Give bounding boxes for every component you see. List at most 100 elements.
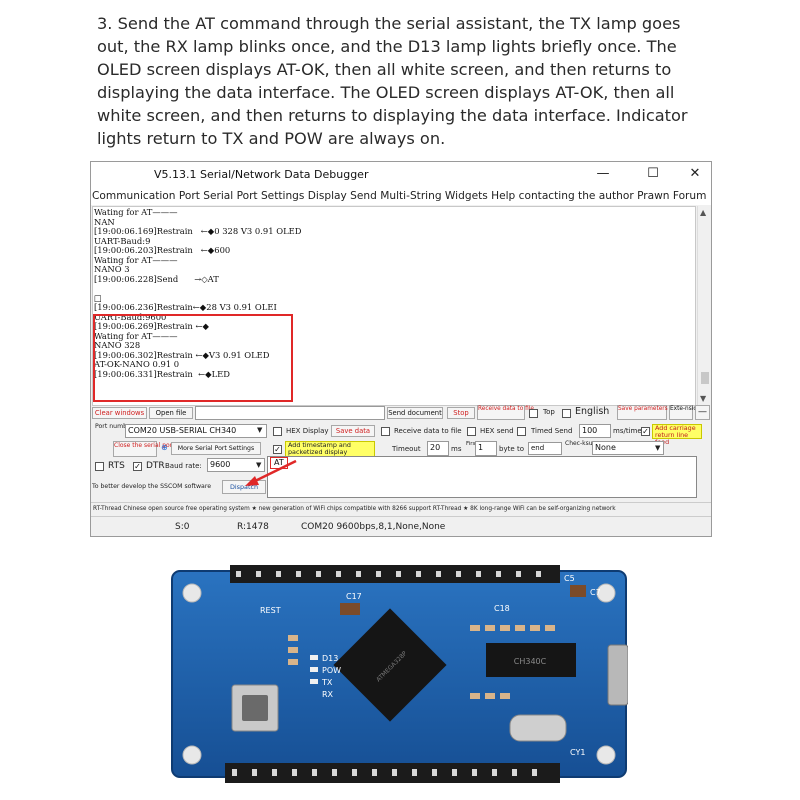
close-icon[interactable]: ✕ xyxy=(689,166,701,181)
timeout-input[interactable]: 20 xyxy=(427,441,449,456)
title-bar: V5.13.1 Serial/Network Data Debugger — ☐… xyxy=(91,162,711,187)
settings-icon[interactable]: ⊕ xyxy=(161,443,168,452)
extension-button[interactable]: Exte-nsion xyxy=(669,405,701,420)
save-parameters-button[interactable]: Save parameters xyxy=(617,405,668,420)
hex-send-label: HEX send xyxy=(480,427,514,435)
d13-label: D13 xyxy=(322,654,338,663)
first-byte-input[interactable]: 1 xyxy=(475,441,497,456)
timeout-label: Timeout xyxy=(392,445,421,453)
ad-banner[interactable]: RT-Thread Chinese open source free opera… xyxy=(91,502,711,515)
baud-rate-label: Baud rate: xyxy=(165,462,202,470)
status-bar: S:0 R:1478 COM20 9600bps,8,1,None,None xyxy=(91,516,711,536)
log-line: Wating for AT——— xyxy=(94,207,178,217)
hex-send-checkbox[interactable] xyxy=(467,427,476,436)
log-line: NANO 3 xyxy=(94,264,130,274)
send-document-button[interactable]: Send document xyxy=(387,407,443,419)
log-line: NAN xyxy=(94,216,115,227)
to-label: to xyxy=(517,445,525,453)
scroll-up-icon[interactable]: ▲ xyxy=(700,208,707,217)
log-line: NANO 328 xyxy=(94,340,141,350)
port-status: COM20 9600bps,8,1,None,None xyxy=(301,522,446,532)
log-line: UART-Baud:9600 xyxy=(94,311,167,322)
log-scrollbar[interactable]: ▲ ▼ xyxy=(697,206,711,406)
log-line: [19:00:06.331]Restrain ←◆LED xyxy=(94,368,230,379)
log-line: Wating for AT——— xyxy=(94,254,178,265)
add-cr-checkbox[interactable]: ✓ xyxy=(641,427,650,436)
log-line: [19:00:06.236]Restrain←◆28 V3 0.91 OLEI xyxy=(94,302,277,312)
port-select[interactable]: COM20 USB-SERIAL CH340 xyxy=(125,424,267,438)
receive-to-file-button[interactable]: Receive data to file xyxy=(477,405,534,420)
save-data-button[interactable]: Save data xyxy=(331,425,375,437)
minimize-icon[interactable]: — xyxy=(596,166,610,181)
instruction-text: 3. Send the AT command through the seria… xyxy=(97,14,688,148)
c17-label: C17 xyxy=(346,592,362,601)
maximize-icon[interactable]: ☐ xyxy=(647,166,659,181)
highlight-box xyxy=(93,314,293,402)
file-path-input[interactable] xyxy=(195,406,385,420)
stop-button[interactable]: Stop xyxy=(447,407,475,419)
arduino-nano-board-image: ATMEGA328P CH340C REST C17 C18 C5 C7 D13… xyxy=(171,565,628,783)
send-text-input[interactable]: AT xyxy=(267,456,697,498)
log-line xyxy=(94,284,694,294)
c18-label: C18 xyxy=(494,604,510,613)
log-line: [19:00:06.302]Restrain ←◆V3 0.91 OLED xyxy=(94,349,270,360)
serial-debugger-window: V5.13.1 Serial/Network Data Debugger — ☐… xyxy=(90,161,712,537)
pow-label: POW xyxy=(322,666,341,675)
log-line: UART-Baud:9 xyxy=(94,235,151,246)
received-count: R:1478 xyxy=(237,522,269,532)
ms-label: ms xyxy=(451,445,462,453)
timestamp-checkbox[interactable]: ✓ xyxy=(273,445,282,454)
scroll-thumb[interactable] xyxy=(701,372,709,384)
ms-time-label: ms/time xyxy=(613,427,642,435)
collapse-button[interactable]: — xyxy=(695,405,710,420)
open-file-button[interactable]: Open file xyxy=(149,407,193,419)
end-select[interactable]: end xyxy=(528,442,562,455)
log-line: [19:00:06.269]Restrain ←◆ xyxy=(94,321,209,331)
red-arrow-icon xyxy=(245,459,297,486)
c5-label: C5 xyxy=(564,574,575,583)
chevron-down-icon[interactable]: ▼ xyxy=(257,426,263,434)
ch340-label: CH340C xyxy=(514,657,547,666)
first-label: First xyxy=(466,441,478,447)
clear-windows-button[interactable]: Clear windows xyxy=(92,407,147,419)
tx-label: TX xyxy=(321,678,333,687)
log-line: Wating for AT——— xyxy=(94,330,178,341)
english-label: English xyxy=(575,406,610,417)
receive-file-checkbox[interactable] xyxy=(381,427,390,436)
hex-display-checkbox[interactable] xyxy=(273,427,282,436)
hex-display-label: HEX Display xyxy=(286,427,329,435)
more-settings-button[interactable]: More Serial Port Settings xyxy=(171,442,261,455)
dtr-checkbox[interactable]: ✓ xyxy=(133,462,142,471)
timed-interval-input[interactable]: 100 xyxy=(579,424,611,438)
top-checkbox[interactable] xyxy=(529,409,538,418)
timed-send-label: Timed Send xyxy=(531,427,573,435)
close-port-button[interactable]: Close the serial port xyxy=(113,441,175,457)
english-checkbox[interactable] xyxy=(562,409,571,418)
byte-label: byte xyxy=(499,445,515,453)
chevron-down-icon[interactable]: ▼ xyxy=(655,444,661,452)
cy1-label: CY1 xyxy=(570,748,585,757)
dtr-label: DTR xyxy=(146,461,165,471)
receive-file-label: Receive data to file xyxy=(394,427,462,435)
c7-label: C7 xyxy=(590,588,601,597)
receive-log[interactable]: Wating for AT——— NAN [19:00:06.169]Restr… xyxy=(92,206,696,406)
log-line: AT-OK-NANO 0.91 0 xyxy=(94,359,180,369)
chevron-down-icon[interactable]: ▼ xyxy=(256,461,262,469)
rts-label: RTS xyxy=(108,461,125,471)
scroll-down-icon[interactable]: ▼ xyxy=(700,394,707,403)
log-line: [19:00:06.203]Restrain ←◆600 xyxy=(94,245,231,255)
rest-label: REST xyxy=(260,606,281,615)
window-title: V5.13.1 Serial/Network Data Debugger xyxy=(154,168,369,181)
menu-bar[interactable]: Communication Port Serial Port Settings … xyxy=(91,187,711,205)
log-line: [19:00:06.169]Restrain ←◆0 328 V3 0.91 O… xyxy=(94,226,302,236)
rts-checkbox[interactable] xyxy=(95,462,104,471)
top-label: Top xyxy=(543,408,555,416)
log-line: [19:00:06.228]Send →◇AT xyxy=(94,273,219,284)
sent-count: S:0 xyxy=(175,522,190,532)
log-line: □ xyxy=(94,292,102,303)
checksum-label: Chec-ksum xyxy=(565,440,599,447)
checksum-select[interactable]: None xyxy=(592,441,664,455)
timed-send-checkbox[interactable] xyxy=(517,427,526,436)
port-number-label: Port number xyxy=(95,423,134,430)
baud-rate-select[interactable]: 9600 xyxy=(207,458,265,472)
